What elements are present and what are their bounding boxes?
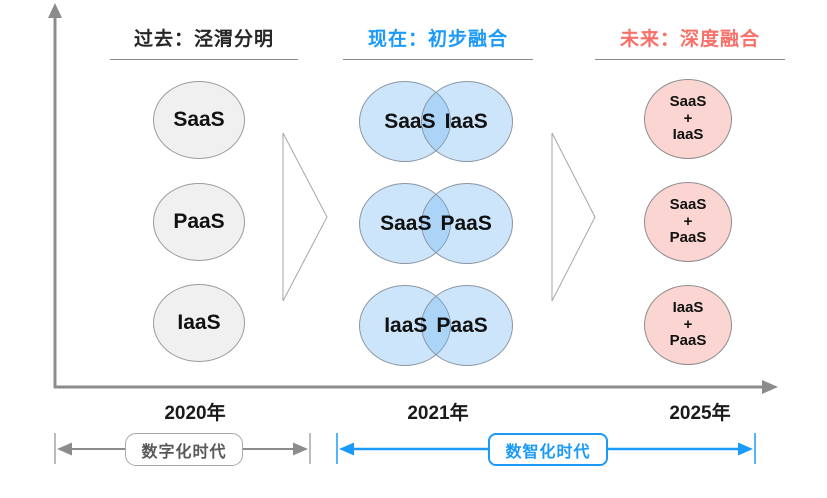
venn-saas-paas-right-circle [421, 183, 513, 264]
future-circle-saas-paas-bottom: PaaS [669, 229, 707, 247]
year-label-2021: 2021年 [407, 402, 469, 424]
era-box-digital-intelligence: 数智化时代 [488, 433, 608, 466]
past-circle-paas: PaaS [153, 183, 245, 261]
venn-saas-paas-right-label: PaaS [440, 212, 492, 235]
future-circle-saas-iaas-top: SaaS [669, 92, 707, 110]
venn-iaas-paas-left-label: IaaS [384, 314, 428, 337]
venn-saas-paas: SaaS PaaS [359, 183, 513, 265]
future-circle-saas-paas: SaaS + PaaS [644, 182, 732, 262]
y-axis-arrow [48, 3, 62, 388]
plus-sign: + [683, 212, 693, 230]
column-header-past-underline [110, 59, 298, 60]
past-circle-iaas-label: IaaS [177, 311, 221, 334]
venn-saas-iaas: SaaS IaaS [359, 81, 513, 163]
venn-iaas-paas-labels: IaaS PaaS [359, 285, 513, 367]
x-axis-arrow [54, 380, 778, 394]
past-circle-iaas: IaaS [153, 284, 245, 362]
year-label-2020: 2020年 [164, 402, 226, 424]
future-circle-iaas-paas-top: IaaS [672, 298, 704, 316]
future-circle-iaas-paas-bottom: PaaS [669, 332, 707, 350]
past-circle-paas-label: PaaS [173, 210, 225, 233]
future-circle-saas-iaas: SaaS + IaaS [644, 79, 732, 159]
column-header-present-underline [343, 59, 533, 60]
column-header-past: 过去：泾渭分明 [133, 28, 274, 50]
past-circle-saas: SaaS [153, 81, 245, 159]
future-circle-iaas-paas: IaaS + PaaS [644, 285, 732, 365]
plus-sign: + [683, 109, 693, 127]
future-circle-saas-iaas-bottom: IaaS [672, 126, 704, 144]
column-header-future-underline [595, 59, 785, 60]
future-circle-saas-paas-top: SaaS [669, 195, 707, 213]
transition-triangle-past-to-present [282, 132, 328, 302]
venn-saas-paas-left-label: SaaS [380, 212, 432, 235]
venn-iaas-paas-right-circle [421, 285, 513, 366]
venn-saas-iaas-right-circle [421, 81, 513, 162]
venn-saas-paas-labels: SaaS PaaS [359, 183, 513, 265]
venn-saas-iaas-left-label: SaaS [384, 110, 436, 133]
column-header-present: 现在：初步融合 [367, 28, 508, 50]
venn-saas-iaas-right-label: IaaS [444, 110, 488, 133]
transition-triangle-present-to-future [551, 132, 596, 302]
column-header-future: 未来：深度融合 [619, 28, 760, 50]
era-box-digital: 数字化时代 [125, 433, 243, 466]
year-label-2025: 2025年 [669, 402, 731, 424]
plus-sign: + [683, 315, 693, 333]
past-circle-saas-label: SaaS [173, 108, 225, 131]
venn-iaas-paas-right-label: PaaS [436, 314, 488, 337]
venn-iaas-paas: IaaS PaaS [359, 285, 513, 367]
venn-saas-iaas-labels: SaaS IaaS [359, 81, 513, 163]
